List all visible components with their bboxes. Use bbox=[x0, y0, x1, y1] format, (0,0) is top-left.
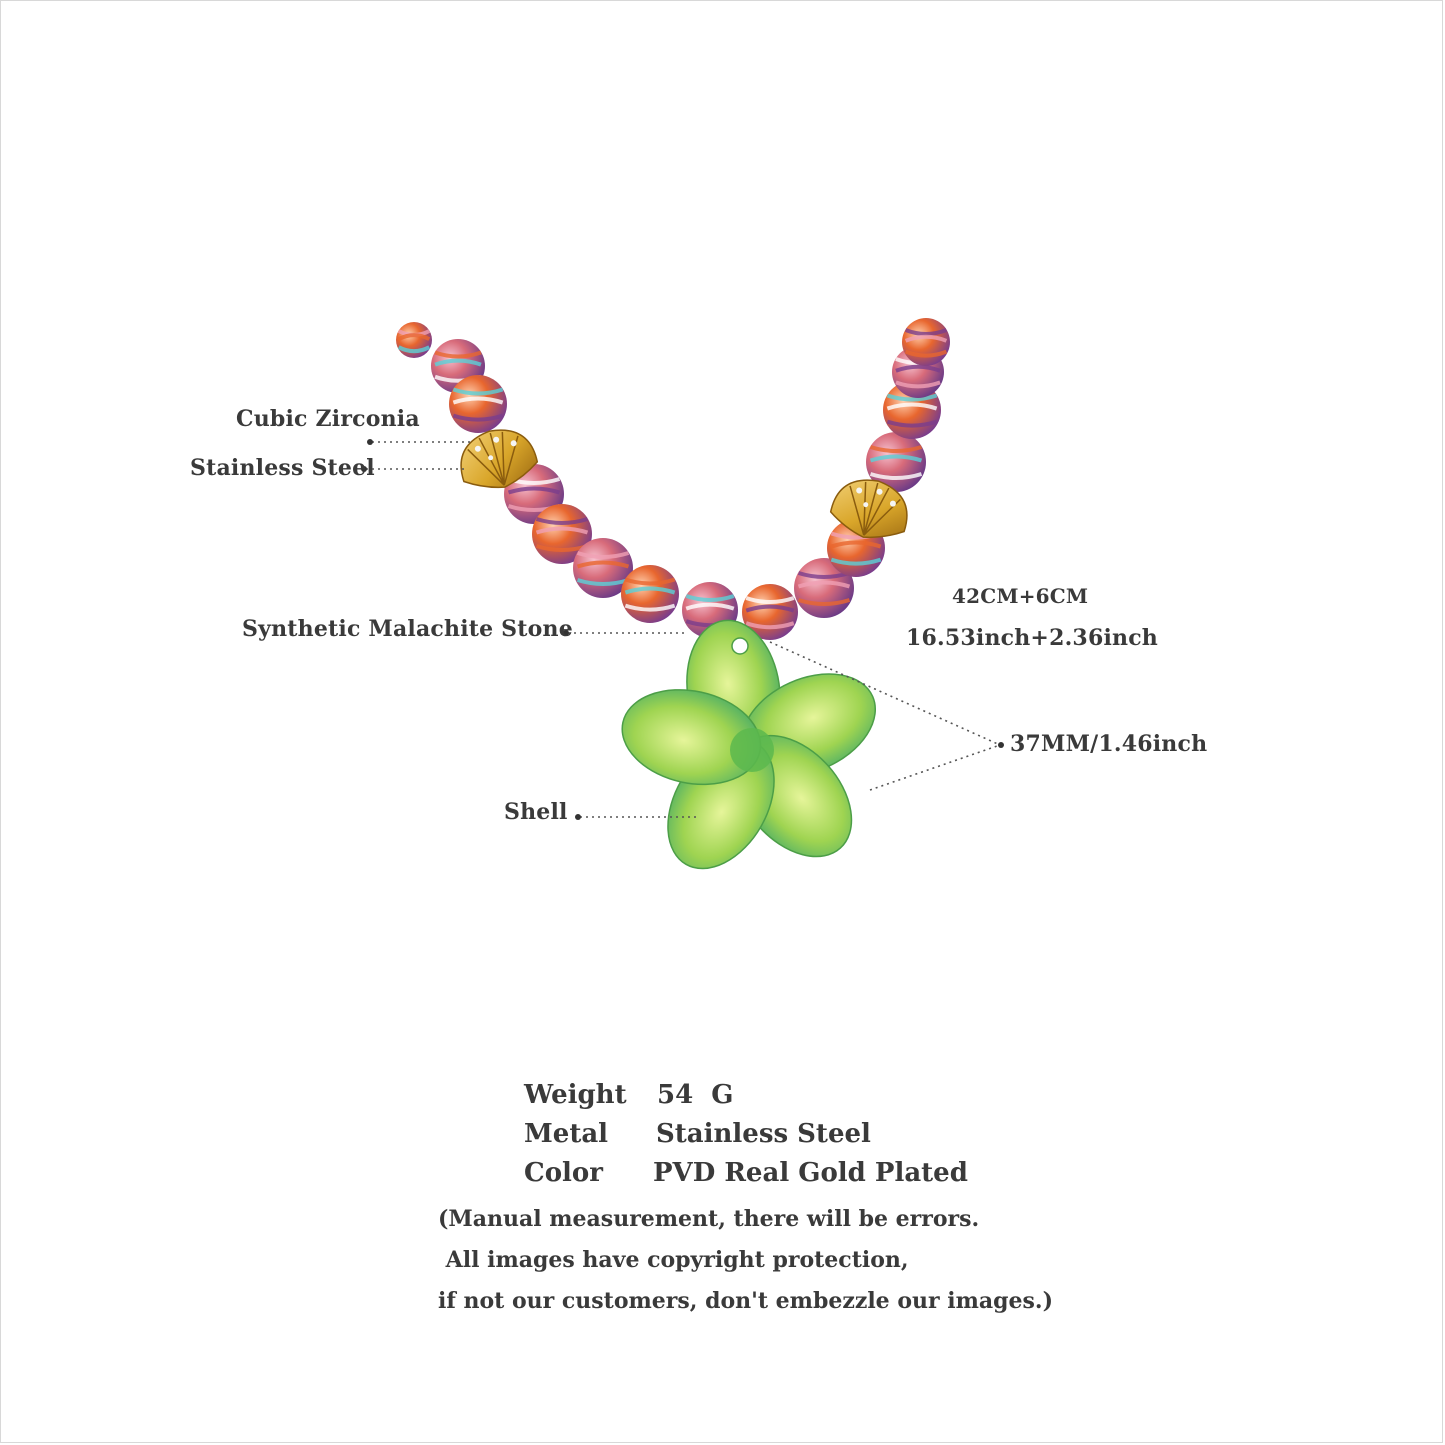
bead-stripe bbox=[507, 486, 561, 495]
bead-stripe bbox=[869, 472, 923, 480]
spec-color-name: Color bbox=[524, 1158, 603, 1188]
label-cubic-zirconia: Cubic Zirconia bbox=[236, 406, 420, 432]
malachite-bead bbox=[902, 318, 950, 366]
bead-stripe bbox=[904, 328, 948, 336]
leader-dots bbox=[361, 439, 1004, 820]
gold-shell-charm-left bbox=[460, 429, 539, 489]
bead-stripe bbox=[869, 454, 923, 463]
bead-stripe bbox=[886, 402, 938, 411]
spec-weight-value: 54 G bbox=[657, 1080, 734, 1110]
bead-stripe bbox=[576, 560, 630, 569]
note-line-2: All images have copyright protection, bbox=[438, 1247, 909, 1273]
bead-stripe bbox=[434, 358, 482, 367]
leader-lines bbox=[366, 441, 1001, 818]
bead-stripe bbox=[886, 419, 938, 428]
malachite-bead bbox=[449, 375, 507, 433]
flower-shell-pendant bbox=[621, 619, 877, 870]
bead-stripe bbox=[624, 577, 676, 586]
malachite-bead bbox=[621, 565, 679, 623]
bead-stripe bbox=[576, 551, 630, 559]
bead-stripe bbox=[624, 586, 676, 595]
label-shell: Shell bbox=[504, 799, 568, 825]
bead-stripe bbox=[397, 333, 431, 341]
bead-stripe bbox=[745, 604, 795, 613]
bead-stripe bbox=[397, 345, 431, 354]
label-length-inch: 16.53inch+2.36inch bbox=[906, 625, 1158, 651]
bead-stripe bbox=[434, 350, 482, 359]
bead-stripe bbox=[452, 387, 504, 396]
bead-stripe bbox=[797, 580, 851, 589]
bead-stripe bbox=[745, 596, 795, 604]
bead-stripe bbox=[535, 526, 589, 535]
spec-color-value: PVD Real Gold Plated bbox=[653, 1158, 968, 1188]
label-stainless-steel: Stainless Steel bbox=[190, 455, 375, 481]
bead-stripe bbox=[685, 602, 735, 611]
bead-stripe bbox=[685, 594, 735, 602]
bead-stripe bbox=[624, 603, 676, 612]
bead-stripe bbox=[745, 621, 795, 630]
bead-stripe bbox=[869, 445, 923, 453]
label-synthetic-malachite: Synthetic Malachite Stone bbox=[242, 616, 573, 642]
bead-stripe bbox=[895, 364, 941, 373]
bead-stripe bbox=[797, 598, 851, 606]
bead-stripe bbox=[535, 517, 589, 525]
bead-stripe bbox=[452, 413, 504, 422]
bead-stripe bbox=[830, 557, 882, 566]
gold-shell-charm-right bbox=[829, 479, 908, 539]
bead-stripe bbox=[886, 393, 938, 402]
spec-metal-name: Metal bbox=[524, 1119, 609, 1149]
bead-stripe bbox=[904, 349, 948, 358]
spec-metal-value: Stainless Steel bbox=[656, 1119, 871, 1149]
bead-stripe bbox=[904, 334, 948, 343]
label-pendant-size: 37MM/1.46inch bbox=[1010, 731, 1208, 757]
bead-stripe bbox=[452, 396, 504, 405]
note-line-3: if not our customers, don't embezzle our… bbox=[438, 1288, 1053, 1314]
bead-stripe bbox=[895, 380, 941, 389]
note-line-1: (Manual measurement, there will be error… bbox=[438, 1206, 980, 1232]
label-length-cm: 42CM+6CM bbox=[952, 584, 1089, 608]
spec-weight-name: Weight bbox=[524, 1080, 627, 1110]
bead-stripe bbox=[830, 540, 882, 549]
